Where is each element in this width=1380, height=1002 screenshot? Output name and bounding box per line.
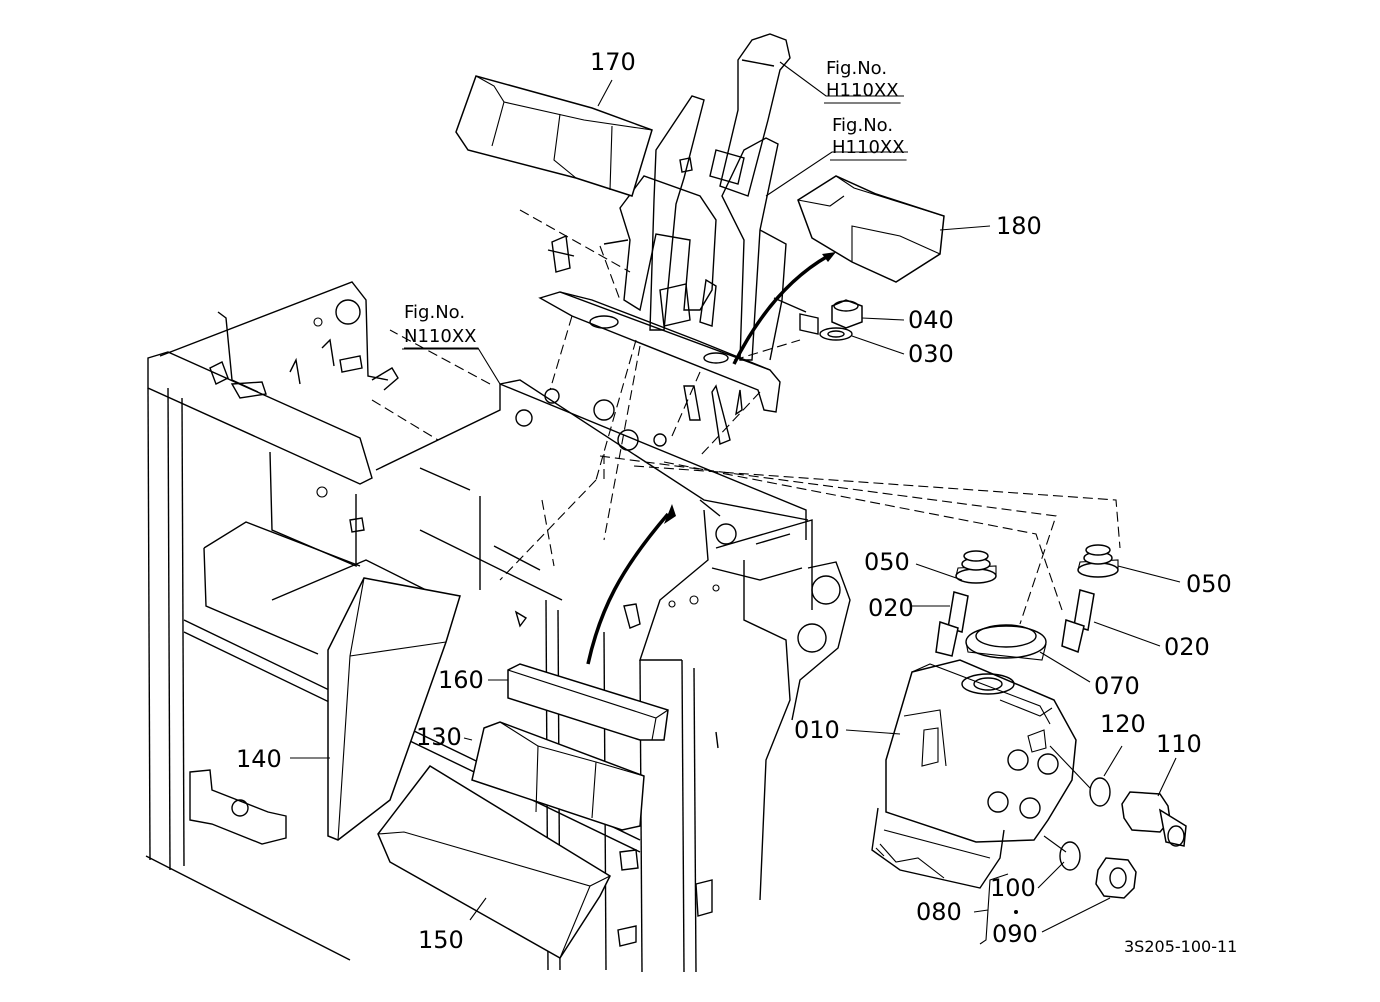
stud-020-right [1061,589,1095,654]
figure-reference-h110xx-middle: Fig.No. H110XX [830,115,907,161]
stud-020-left [935,591,969,657]
part-label-030: 030 [908,340,954,368]
figure-reference-number: H110XX [832,137,905,158]
figure-reference-n110xx: Fig.No. N110XX [402,302,479,350]
figure-reference-prefix: Fig.No. [404,302,465,323]
drawing-code: 3S205-100-11 [1124,937,1237,956]
part-label-130: 130 [416,723,462,751]
part-label-020-right: 020 [1164,633,1210,661]
part-label-010: 010 [794,716,840,744]
part-label-050-right: 050 [1186,570,1232,598]
figure-reference-h110xx-top: Fig.No. H110XX [824,58,901,104]
part-label-090: 090 [992,920,1038,948]
part-label-080: 080 [916,898,962,926]
part-label-020-left: 020 [868,594,914,622]
part-label-160: 160 [438,666,484,694]
fitting-110 [1121,791,1187,847]
part-label-120: 120 [1100,710,1146,738]
figure-reference-prefix: Fig.No. [832,115,893,136]
leader-lines [290,61,1181,945]
steering-column-assembly [389,33,1121,625]
grommet-050-left [955,550,997,584]
steering-unit-010 [871,659,1077,889]
part-label-110: 110 [1156,730,1202,758]
cover-150 [377,765,611,960]
bullet-dot [1014,910,1018,914]
assembly-arrows [586,252,836,665]
cover-130 [471,721,645,831]
part-label-050-left: 050 [864,548,910,576]
part-label-100: 100 [990,874,1036,902]
o-ring-100 [1059,841,1081,871]
nut-040-washer-030 [819,299,863,341]
part-label-150: 150 [418,926,464,954]
gasket-070 [965,624,1047,661]
figure-reference-number: H110XX [826,80,899,101]
figure-reference-prefix: Fig.No. [826,58,887,79]
grommet-050-right [1077,544,1119,578]
part-label-170: 170 [590,48,636,76]
fitting-090 [1095,857,1137,899]
cover-180 [797,175,945,283]
cover-140 [327,577,461,841]
part-number-callouts: 170 180 040 030 050 050 020 020 070 010 … [236,48,1232,954]
figure-reference-number: N110XX [404,326,476,347]
part-label-140: 140 [236,745,282,773]
part-label-180: 180 [996,212,1042,240]
cover-170 [455,75,653,197]
part-label-070: 070 [1094,672,1140,700]
cover-160 [507,663,669,741]
part-label-040: 040 [908,306,954,334]
o-ring-120 [1089,777,1111,807]
